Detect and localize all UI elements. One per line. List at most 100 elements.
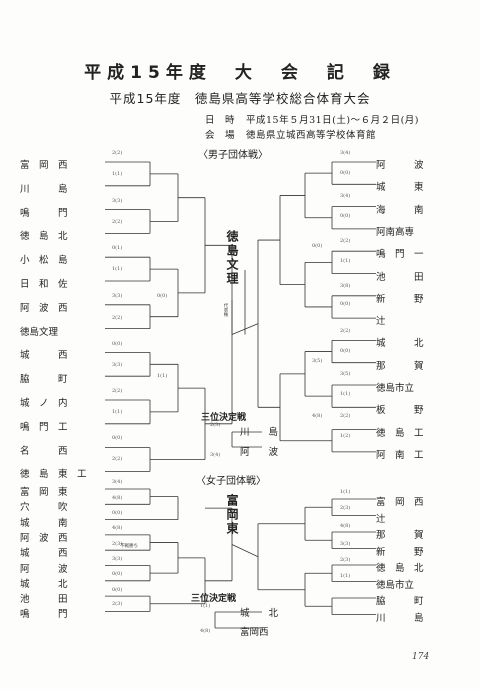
men-right-score: 0(0) [340, 170, 351, 176]
men-left-score: 0(0) [157, 293, 168, 299]
men-right-team-10: 那 賀 [376, 360, 424, 372]
men-left-team-3: 鳴 門 [20, 207, 68, 219]
women-score: 2(3) [112, 541, 123, 547]
men-right-team-13: 徳 島 工 [376, 427, 424, 439]
women-score: 1(1) [340, 489, 351, 495]
men-left-score: 2(2) [112, 388, 123, 394]
men-third-team-2: 阿 波 [240, 447, 279, 458]
women-score: 0(0) [112, 510, 123, 516]
men-right-score: 0(0) [340, 348, 351, 354]
men-left-team-4: 徳 島 北 [20, 231, 68, 243]
men-right-team-2: 城 東 [376, 182, 424, 194]
men-right-score: 3(5) [340, 371, 351, 377]
men-right-score: 0(0) [312, 243, 323, 249]
women-left-team-9: 鳴 門 [20, 609, 68, 621]
women-score: 1(1) [340, 573, 351, 579]
men-right-team-12: 板 野 [376, 405, 424, 417]
men-left-team-13: 名 西 [20, 445, 68, 457]
men-right-score: 0(0) [340, 301, 351, 307]
men-right-score: 3(5) [312, 358, 323, 364]
men-left-team-12: 鳴 門 工 [20, 421, 68, 433]
women-left-team-6: 阿 波 [20, 563, 68, 575]
women-right-team-2: 辻 [376, 513, 386, 525]
men-third-team-1: 川 島 [240, 427, 279, 438]
men-right-score: 3(4) [340, 150, 351, 156]
women-left-team-3: 城 南 [20, 517, 68, 529]
men-third-place-label: 三位決定戦 [201, 413, 247, 423]
men-right-score: 4(8) [312, 413, 323, 419]
men-right-score: 3(4) [340, 193, 351, 199]
women-score: 4(8) [340, 523, 351, 529]
page-title: 平成15年度 大 会 記 録 [84, 63, 396, 83]
men-right-team-14: 阿 南 工 [376, 449, 424, 461]
men-right-score: 2(2) [340, 413, 351, 419]
men-right-team-4: 阿南高専 [376, 226, 415, 238]
men-right-score: 3(8) [340, 283, 351, 289]
men-heading: 〈男子団体戦〉 [198, 150, 268, 161]
women-left-team-2: 穴 吹 [20, 502, 68, 514]
women-score: 3(3) [340, 541, 351, 547]
date-label: 日 時 [205, 115, 236, 126]
men-right-team-11: 徳島市立 [376, 383, 415, 394]
men-left-team-5: 小 松 島 [20, 255, 68, 267]
women-third-score-1: 1(1) [200, 603, 211, 609]
women-right-team-1: 富 岡 西 [376, 497, 424, 508]
women-right-team-5: 徳 島 北 [376, 563, 424, 574]
women-right-team-7: 脇 町 [376, 596, 424, 607]
men-left-score: 1(1) [112, 171, 123, 177]
women-third-place-label: 三位決定戦 [191, 594, 237, 604]
men-right-team-1: 阿 波 [376, 160, 424, 171]
women-score: 2(3) [340, 505, 351, 511]
women-bye-note: 不戦勝ち [120, 544, 138, 549]
men-left-score: 3(3) [112, 362, 123, 368]
men-left-score: 0(0) [112, 341, 123, 347]
men-right-team-9: 城 北 [376, 338, 424, 350]
men-left-score: 2(2) [112, 219, 123, 225]
women-score: 2(3) [112, 601, 123, 607]
men-right-score: 1(1) [340, 258, 351, 264]
women-score: 2(3) [340, 557, 351, 563]
men-left-score: 1(1) [112, 409, 123, 415]
women-score: 4(8) [112, 525, 123, 531]
venue-label: 会 場 [205, 130, 236, 141]
women-third-team-1: 城 北 [240, 608, 279, 619]
date-value: 平成15年５月31日(土)～６月２日(月) [246, 115, 420, 126]
men-right-score: 2(2) [340, 328, 351, 334]
men-right-team-5: 鳴 門 一 [376, 249, 424, 261]
men-left-team-2: 川 島 [20, 183, 68, 195]
women-third-score-2: 4(8) [200, 628, 211, 634]
men-left-team-8: 徳島文理 [20, 326, 59, 338]
women-score: 0(0) [112, 587, 123, 593]
men-right-score: 0(0) [340, 213, 351, 219]
women-right-team-3: 那 賀 [376, 530, 424, 541]
men-left-score: 1(1) [157, 373, 168, 379]
women-score: 3(4) [112, 479, 123, 485]
women-heading: 〈女子団体戦〉 [196, 476, 266, 487]
men-third-score-1: 2(3) [210, 422, 221, 428]
women-left-team-4: 阿 波 西 [20, 532, 68, 544]
men-left-team-14: 徳 島 東 工 [20, 469, 87, 481]
women-score: 3(3) [112, 556, 123, 562]
men-left-team-6: 日 和 佐 [20, 279, 68, 290]
women-left-team-5: 城 西 [20, 548, 68, 560]
men-left-score: 0(0) [112, 435, 123, 441]
men-left-score: 2(2) [112, 456, 123, 462]
men-left-team-11: 城 ノ 内 [20, 398, 68, 409]
men-left-score: 1(1) [112, 266, 123, 272]
men-left-team-9: 城 西 [20, 350, 68, 362]
venue-value: 徳島県立城西高等学校体育館 [246, 130, 377, 141]
women-left-team-8: 池 田 [20, 594, 68, 606]
men-right-score: 2(2) [340, 238, 351, 244]
men-right-team-8: 辻 [376, 316, 386, 328]
men-right-team-3: 海 南 [376, 204, 424, 216]
men-left-team-1: 富 岡 西 [20, 160, 68, 171]
men-left-score: 3(3) [112, 198, 123, 204]
women-third-team-2: 富岡西 [240, 627, 269, 638]
women-right-team-8: 川 島 [376, 612, 424, 624]
women-left-team-7: 城 北 [20, 578, 68, 590]
women-right-team-4: 新 野 [376, 546, 424, 558]
women-right-team-6: 徳島市立 [376, 579, 415, 591]
women-score: 4(8) [112, 495, 123, 501]
men-left-team-7: 阿 波 西 [20, 302, 68, 314]
